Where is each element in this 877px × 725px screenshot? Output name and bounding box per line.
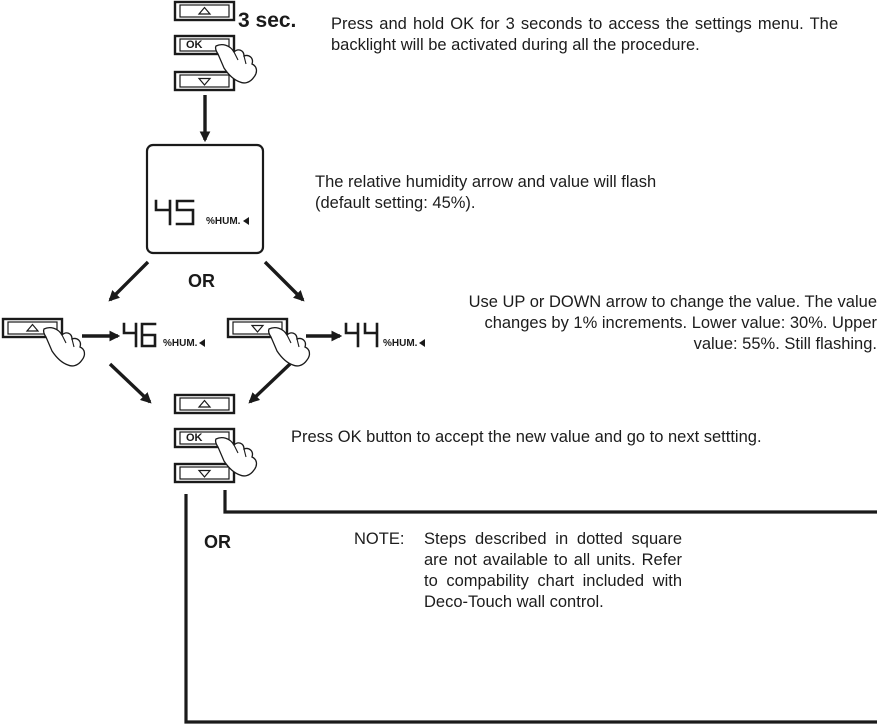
flow-arrow-converge-left xyxy=(108,362,152,404)
display-caption: The relative humidity arrow and value wi… xyxy=(315,173,657,212)
digit-value-45 xyxy=(154,199,195,226)
down-branch: %HUM. xyxy=(226,317,425,367)
pressing-hand-icon xyxy=(214,44,258,84)
down-button-top[interactable] xyxy=(173,70,236,92)
down-button-bottom[interactable] xyxy=(173,462,236,484)
pressing-hand-icon xyxy=(267,327,311,367)
note-label: NOTE: xyxy=(354,530,405,548)
unit-label-down: %HUM. xyxy=(383,338,418,349)
up-button-top[interactable] xyxy=(173,0,236,22)
digit-value-44 xyxy=(344,322,379,348)
ok-label-top: OK xyxy=(186,39,203,51)
up-branch: %HUM. xyxy=(1,317,205,367)
up-arrow-icon xyxy=(197,399,212,408)
adjust-instruction: Use UP or DOWN arrow to change the value… xyxy=(468,293,877,353)
step1-instruction: Press and hold OK for 3 seconds to acces… xyxy=(331,15,838,54)
button-stack-top xyxy=(173,0,258,92)
bottom-or-label: OR xyxy=(204,532,231,552)
branch-or-label: OR xyxy=(188,271,215,291)
down-arrow-icon xyxy=(197,77,212,86)
flow-line-or-path xyxy=(184,494,877,724)
pressing-hand-icon xyxy=(42,327,86,367)
button-stack-bottom xyxy=(173,393,258,484)
note-text: Steps described in dotted square are not… xyxy=(424,530,682,611)
down-arrow-icon xyxy=(250,324,265,333)
up-arrow-icon xyxy=(197,6,212,15)
flow-arrow-converge-right xyxy=(248,362,292,404)
up-arrow-icon xyxy=(25,323,40,332)
flow-line-next-setting xyxy=(223,490,877,514)
flashing-indicator-arrow xyxy=(199,339,205,347)
down-arrow-icon xyxy=(197,469,212,478)
unit-label-main: %HUM. xyxy=(206,216,241,227)
up-button-bottom[interactable] xyxy=(173,393,236,415)
digit-value-46 xyxy=(122,322,157,348)
confirm-instruction: Press OK button to accept the new value … xyxy=(291,428,762,446)
lcd-display: %HUM. xyxy=(145,143,265,255)
unit-label-up: %HUM. xyxy=(163,338,198,349)
pressing-hand-icon xyxy=(214,437,258,477)
flashing-indicator-arrow xyxy=(243,217,249,225)
flow-arrow-left xyxy=(108,260,150,302)
flashing-indicator-arrow xyxy=(419,339,425,347)
ok-label-bottom: OK xyxy=(186,432,203,444)
flow-arrow-right xyxy=(263,260,305,302)
hold-duration-label: 3 sec. xyxy=(238,9,297,32)
